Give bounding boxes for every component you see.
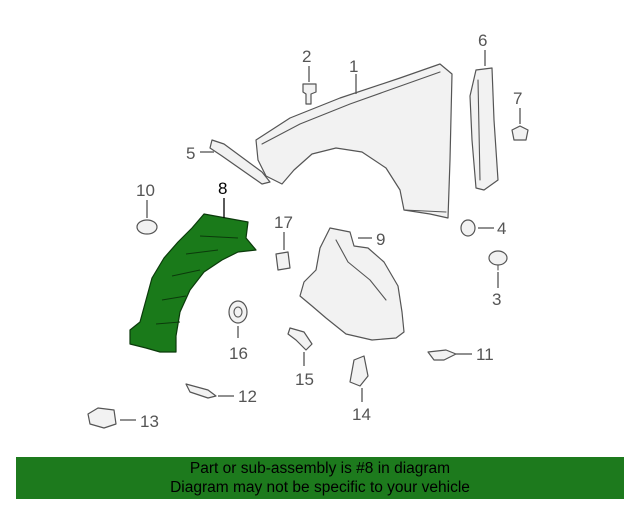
callout-11[interactable]: 11 <box>476 345 494 364</box>
callout-16[interactable]: 16 <box>229 344 248 363</box>
parts-diagram: 1 2 6 7 5 10 8 17 <box>87 31 529 431</box>
callout-1[interactable]: 1 <box>349 57 358 76</box>
retainer-part-13[interactable] <box>87 407 117 429</box>
push-pin-part-3[interactable] <box>488 250 508 271</box>
callout-4[interactable]: 4 <box>497 219 506 238</box>
screw-part-15[interactable] <box>287 327 313 351</box>
bracket-clip-part-14[interactable] <box>349 355 369 387</box>
clip-part-11[interactable] <box>427 349 457 361</box>
callout-6[interactable]: 6 <box>478 31 487 50</box>
banner-line-1: Part or sub-assembly is #8 in diagram <box>189 460 451 477</box>
callout-13[interactable]: 13 <box>140 412 159 431</box>
callout-9[interactable]: 9 <box>376 230 385 249</box>
callout-17[interactable]: 17 <box>274 213 293 232</box>
banner-line-2: Diagram may not be specific to your vehi… <box>170 479 470 496</box>
callout-12[interactable]: 12 <box>238 387 257 406</box>
callout-7[interactable]: 7 <box>513 89 522 108</box>
callout-14[interactable]: 14 <box>352 405 371 424</box>
fender-part[interactable] <box>255 63 453 219</box>
splash-shield-part-9[interactable] <box>299 227 405 341</box>
clip-part-7[interactable] <box>511 125 529 141</box>
callout-5[interactable]: 5 <box>186 144 195 163</box>
callout-3[interactable]: 3 <box>492 290 501 309</box>
pin-part-12[interactable] <box>185 383 217 399</box>
fender-liner-part-8[interactable] <box>129 213 257 353</box>
grommet-part-10[interactable] <box>136 219 158 235</box>
bracket-part-6[interactable] <box>469 67 499 191</box>
info-banner: Part or sub-assembly is #8 in diagram Di… <box>16 457 624 499</box>
bracket-part-5[interactable] <box>209 139 271 185</box>
callout-2[interactable]: 2 <box>302 47 311 66</box>
callout-10[interactable]: 10 <box>136 181 155 200</box>
nut-part-4[interactable] <box>460 219 476 237</box>
bushing-part-16[interactable] <box>228 300 248 324</box>
bolt-part-2[interactable] <box>302 83 317 105</box>
callout-8[interactable]: 8 <box>218 179 227 198</box>
callout-15[interactable]: 15 <box>295 370 314 389</box>
nut-clip-part-17[interactable] <box>275 251 291 271</box>
